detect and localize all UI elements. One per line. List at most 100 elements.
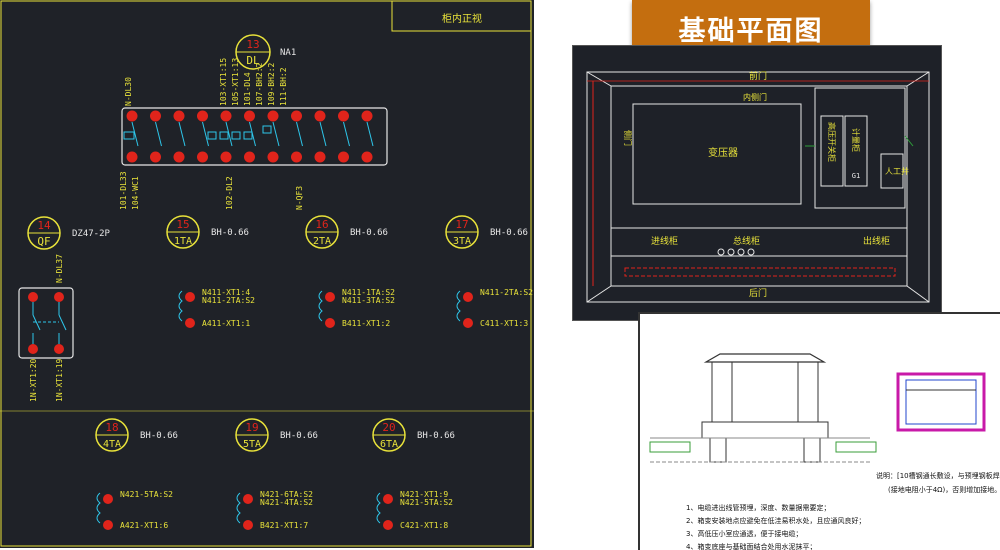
qf-name: DZ47-2P (72, 229, 111, 239)
terminal-top (126, 110, 138, 122)
ct-meter-2TA: 162TABH-0.66N411-1TA:S2N411-3TA:S2B411-X… (305, 215, 395, 328)
title-block (391, 0, 532, 32)
strip-top-label: 103-XT1:15 (219, 58, 228, 106)
current-transformer-group: 151TABH-0.66N411-XT1:4N411-2TA:S2A411-XT… (95, 215, 533, 530)
ct-code: 5TA (243, 439, 261, 450)
cabinet-g1: G1 (852, 172, 860, 180)
notes-list: 1、电缆进出线管预埋，深度、数量据需要定； 2、箱变安装地点应避免在低洼易积水处，… (686, 503, 865, 550)
foundation-plan-panel: 前门 后门 变压器 内侧门 侧门 高压开关柜 计量柜 G1 人工井 进线柜 总线… (572, 45, 942, 321)
grounding-grid (896, 372, 986, 432)
terminal-top (244, 110, 255, 122)
ct-code: 4TA (103, 439, 121, 450)
strip-bottom-label: N-QF3 (295, 186, 304, 210)
ct-meter-5TA: 195TABH-0.66N421-6TA:S2N421-4TA:S2B421-X… (235, 418, 318, 530)
foundation-section: 说明：[10槽钢通长敷设，与预埋钢板焊接，共 (接地电阻小于4Ω)，否则增加接地… (649, 353, 1000, 550)
dl-number: 13 (246, 38, 259, 51)
ct-line: N411-1TA:S2 (342, 288, 395, 297)
strip-top-label: 101-DL4 (243, 72, 252, 106)
strip-top-label: N-DL30 (124, 77, 133, 106)
ct-number: 18 (105, 421, 118, 434)
bus-cabinet-label: 总线柜 (733, 235, 760, 247)
terminal-top (173, 110, 185, 122)
dl-code: DL (246, 54, 260, 67)
ct-code: 6TA (380, 439, 398, 450)
terminal-strip (121, 107, 388, 166)
note-item: 3、高低压小室应通透，便于接电缆； (686, 529, 802, 538)
transformer-label: 变压器 (708, 146, 738, 159)
ct-bottom: B421-XT1:7 (260, 521, 308, 530)
ct-bottom: C411-XT1:3 (480, 319, 528, 328)
door-bottom-label: 后门 (749, 287, 767, 299)
kiosk-body (711, 361, 819, 423)
title-block-text: 柜内正视 (442, 12, 482, 25)
ct-line: N411-2TA:S2 (202, 296, 255, 305)
side-door-label: 侧门 (623, 130, 633, 146)
incoming-cabinet-label: 进线柜 (651, 235, 678, 247)
ct-bottom: A421-XT1:6 (120, 521, 168, 530)
terminal-top (338, 110, 349, 122)
ct-number: 17 (455, 218, 468, 231)
plan-outer-wall (586, 71, 930, 303)
manhole-label: 人工井 (885, 166, 909, 176)
hv-cabinet-label: 高压开关柜 (827, 122, 837, 162)
terminal-top (197, 110, 208, 122)
inner-door-label: 内侧门 (743, 92, 767, 102)
note-item: 2、箱变安装地点应避免在低洼易积水处，且应通风良好； (686, 516, 865, 525)
strip-top-label: 107-BH2:2 (255, 62, 264, 106)
ct-bottom: A411-XT1:1 (202, 319, 250, 328)
door-top-label: 前门 (749, 70, 767, 82)
meter-cabinet-label: 计量柜 (851, 128, 861, 152)
terminal-top (220, 110, 232, 122)
foundation-section-panel: 说明：[10槽钢通长敷设，与预埋钢板焊接，共 (接地电阻小于4Ω)，否则增加接地… (638, 312, 1000, 550)
note-right: 说明：[10槽钢通长敷设，与预埋钢板焊接，共 (876, 471, 1000, 480)
drawing-frame (0, 0, 532, 547)
strip-top-label: 105-XT1:13 (231, 58, 240, 106)
ct-line: N421-4TA:S2 (260, 498, 313, 507)
ct-name: BH-0.66 (211, 228, 249, 238)
terminal-top (267, 110, 279, 122)
ct-meter-1TA: 15 1TA BH-0.66N411-XT1:4N411-2TA:S2A411-XT… (166, 215, 255, 328)
strip-bottom-label: 102-DL2 (225, 176, 234, 210)
ct-line: N411-XT1:4 (202, 288, 250, 297)
ct-meter-6TA: 206TABH-0.66N421-XT1:9N421-5TA:S2C421-XT… (372, 418, 455, 530)
qf-top-label: N-DL37 (55, 254, 64, 283)
ct-bottom: C421-XT1:8 (400, 521, 448, 530)
outgoing-cabinet-label: 出线柜 (863, 235, 890, 247)
qf-box (18, 287, 74, 359)
terminal-top (314, 110, 326, 122)
strip-bottom-label: 104-WC1 (131, 176, 140, 210)
terminal-top (291, 110, 302, 122)
qf-bottom-label-2: 1N-XT1:19 (55, 358, 64, 402)
ct-name: BH-0.66 (490, 228, 528, 238)
terminal-bottom (314, 151, 326, 163)
ct-name: BH-0.66 (140, 431, 178, 441)
ct-code: 2TA (313, 236, 331, 247)
ct-code: 3TA (453, 236, 471, 247)
ct-name: BH-0.66 (417, 431, 455, 441)
terminal-bottom (267, 151, 279, 163)
terminal-bottom (361, 151, 373, 163)
qf-bottom-label-1: 1N-XT1:20 (29, 358, 38, 402)
note-item: 4、箱变底座与基础面结合处用水泥抹平； (686, 542, 816, 550)
dl-name: NA1 (280, 48, 296, 58)
transformer-box (632, 103, 802, 205)
ct-number: 15 (176, 218, 189, 231)
note-right-2: (接地电阻小于4Ω)，否则增加接地。 (888, 485, 1000, 494)
terminal-bottom (173, 151, 185, 163)
terminal-top (150, 110, 161, 122)
terminal-top (361, 110, 373, 122)
note-item: 1、电缆进出线管预埋，深度、数量据需要定； (686, 503, 830, 512)
ct-line: N421-5TA:S2 (120, 490, 173, 499)
terminal-bottom (338, 151, 349, 163)
qf-number: 14 (37, 219, 51, 232)
ct-line: N421-5TA:S2 (400, 498, 453, 507)
strip-terminals (123, 110, 374, 163)
terminal-bottom (126, 151, 138, 163)
qf-code: QF (37, 235, 50, 248)
ct-code: 1TA (174, 236, 192, 247)
